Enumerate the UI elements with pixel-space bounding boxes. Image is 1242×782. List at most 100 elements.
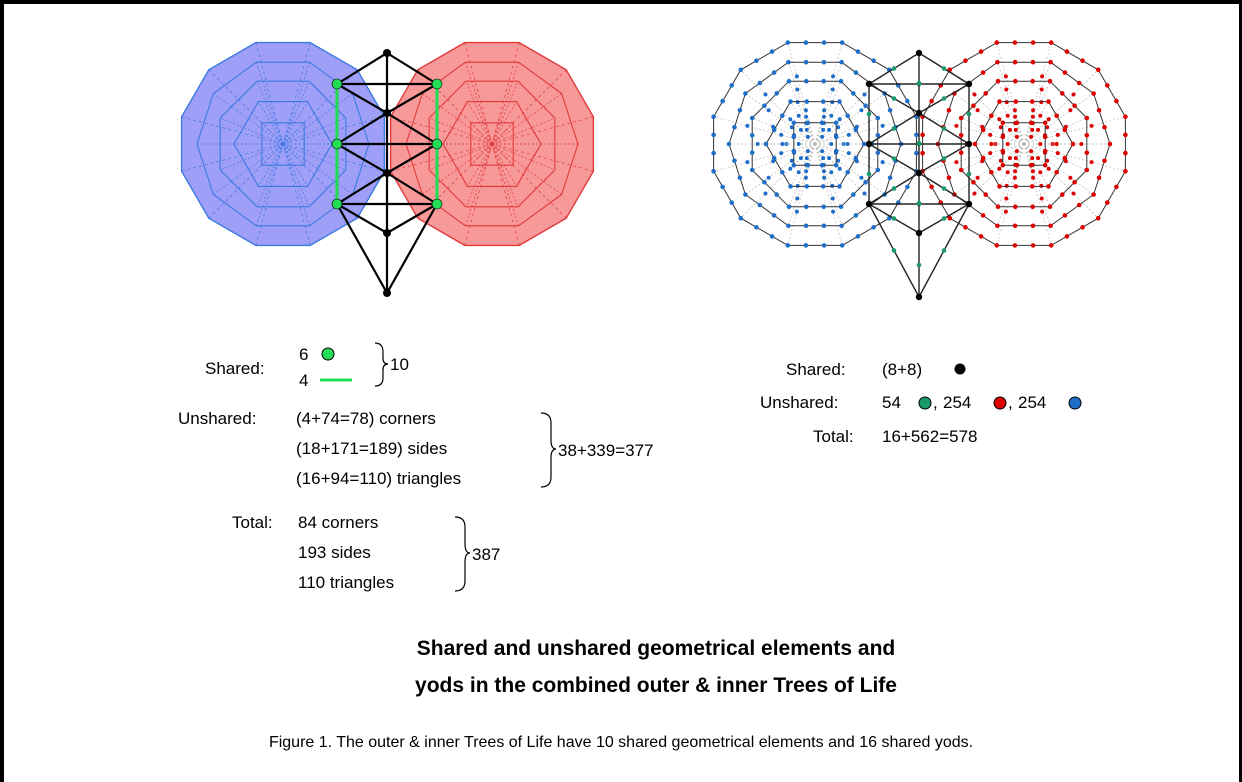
blue-polygon-8 (219, 80, 347, 208)
blue-yod (821, 114, 826, 119)
right-legend: Shared: (8+8) Unshared: 54 , 254 , 254 T… (760, 360, 1082, 446)
blue-yod (855, 234, 861, 239)
blue-yod (820, 134, 825, 139)
blue-yod (861, 141, 867, 147)
blue-yod (838, 78, 844, 84)
blue-yod (711, 132, 716, 138)
red-yod (1014, 162, 1020, 168)
blue-yod (788, 166, 793, 171)
red-yod (1013, 169, 1018, 174)
red-yod (1054, 142, 1059, 146)
blue-yod-spoke (752, 143, 816, 171)
figure-title-line-2: yods in the combined outer & inner Trees… (415, 674, 897, 697)
red-spoke (491, 143, 514, 166)
blue-yod (804, 156, 809, 161)
red-yod (1091, 91, 1096, 96)
blue-yod (780, 170, 785, 175)
red-yod-spoke (1002, 143, 1025, 166)
red-yod (995, 223, 1000, 229)
blue-yod (779, 132, 784, 137)
red-yod (1000, 134, 1006, 140)
red-yod (971, 180, 976, 185)
blue-yod-spoke (814, 117, 878, 145)
red-yod (1005, 113, 1010, 118)
red-yod (1084, 167, 1090, 173)
blue-yod (875, 115, 881, 121)
red-yod (1102, 158, 1107, 164)
blue-yod (905, 184, 910, 190)
right-unshared-red: 254 (943, 393, 971, 412)
red-polygon-8 (428, 80, 556, 208)
left-legend: Shared: 6 4 10 Unshared: (4+74=78) corne… (178, 342, 654, 592)
red-yod (1005, 170, 1010, 175)
blue-yod (786, 204, 792, 210)
red-yod-spoke (1023, 116, 1126, 145)
blue-yod (851, 91, 856, 96)
blue-yod (726, 141, 732, 147)
shared-green-corner (331, 198, 343, 210)
green-yod (916, 200, 922, 206)
green-yod (891, 156, 897, 161)
blue-yod (839, 40, 845, 45)
blue-yod (880, 123, 885, 128)
blue-yod (837, 117, 842, 122)
blue-yod (788, 184, 793, 189)
blue-spoke (256, 143, 284, 207)
black-yod-icon (954, 363, 966, 375)
red-yod (1038, 142, 1043, 146)
red-yod (1013, 156, 1018, 161)
blue-yod-icon (1068, 396, 1082, 410)
red-yod (1062, 70, 1068, 75)
blue-yod (771, 155, 777, 161)
blue-yod (820, 149, 825, 154)
red-yod (1064, 234, 1070, 239)
blue-yod (762, 180, 767, 185)
red-yod (1004, 196, 1009, 201)
red-yod (1029, 134, 1034, 139)
blue-yod (833, 162, 839, 168)
red-spoke (491, 143, 555, 171)
red-yod (1068, 108, 1073, 113)
tree-of-life (331, 49, 443, 297)
red-spoke (491, 122, 514, 145)
blue-yod-spoke (814, 81, 842, 145)
blue-yod (875, 133, 881, 138)
unshared-triangles: (16+94=110) triangles (296, 469, 461, 488)
red-yod-spoke (996, 42, 1025, 145)
blue-yod (887, 175, 893, 180)
red-yod (1123, 114, 1128, 120)
red-yod (1055, 151, 1060, 156)
blue-yod (766, 108, 771, 113)
red-yod (1102, 124, 1107, 130)
red-yod-spoke (1023, 122, 1046, 145)
red-yod (1046, 117, 1051, 122)
red-spoke (491, 117, 555, 145)
blue-yod (745, 123, 750, 128)
blue-yod (711, 150, 716, 156)
red-yod (1042, 162, 1048, 168)
blue-yod (821, 78, 826, 84)
blue-yod (833, 120, 839, 126)
blue-yod (838, 204, 844, 210)
blue-yod (836, 125, 841, 130)
red-yod (1123, 168, 1128, 174)
blue-yod (822, 108, 827, 113)
red-yod (1123, 150, 1128, 156)
red-yod (1089, 123, 1094, 128)
red-yod (1013, 78, 1018, 84)
red-yod (1080, 58, 1085, 63)
shared-brace (374, 342, 389, 387)
blue-yod (804, 184, 810, 189)
blue-yod (880, 160, 885, 165)
red-yod (1014, 149, 1019, 154)
blue-yod (749, 133, 755, 138)
right-shared-value: (8+8) (882, 360, 922, 379)
blue-yod (839, 59, 844, 65)
blue-yod (837, 99, 842, 104)
total-sides: 193 sides (298, 543, 371, 562)
red-yod (1030, 243, 1036, 248)
blue-yod (766, 175, 771, 180)
blue-yod (863, 180, 868, 185)
red-yod (994, 40, 1000, 45)
